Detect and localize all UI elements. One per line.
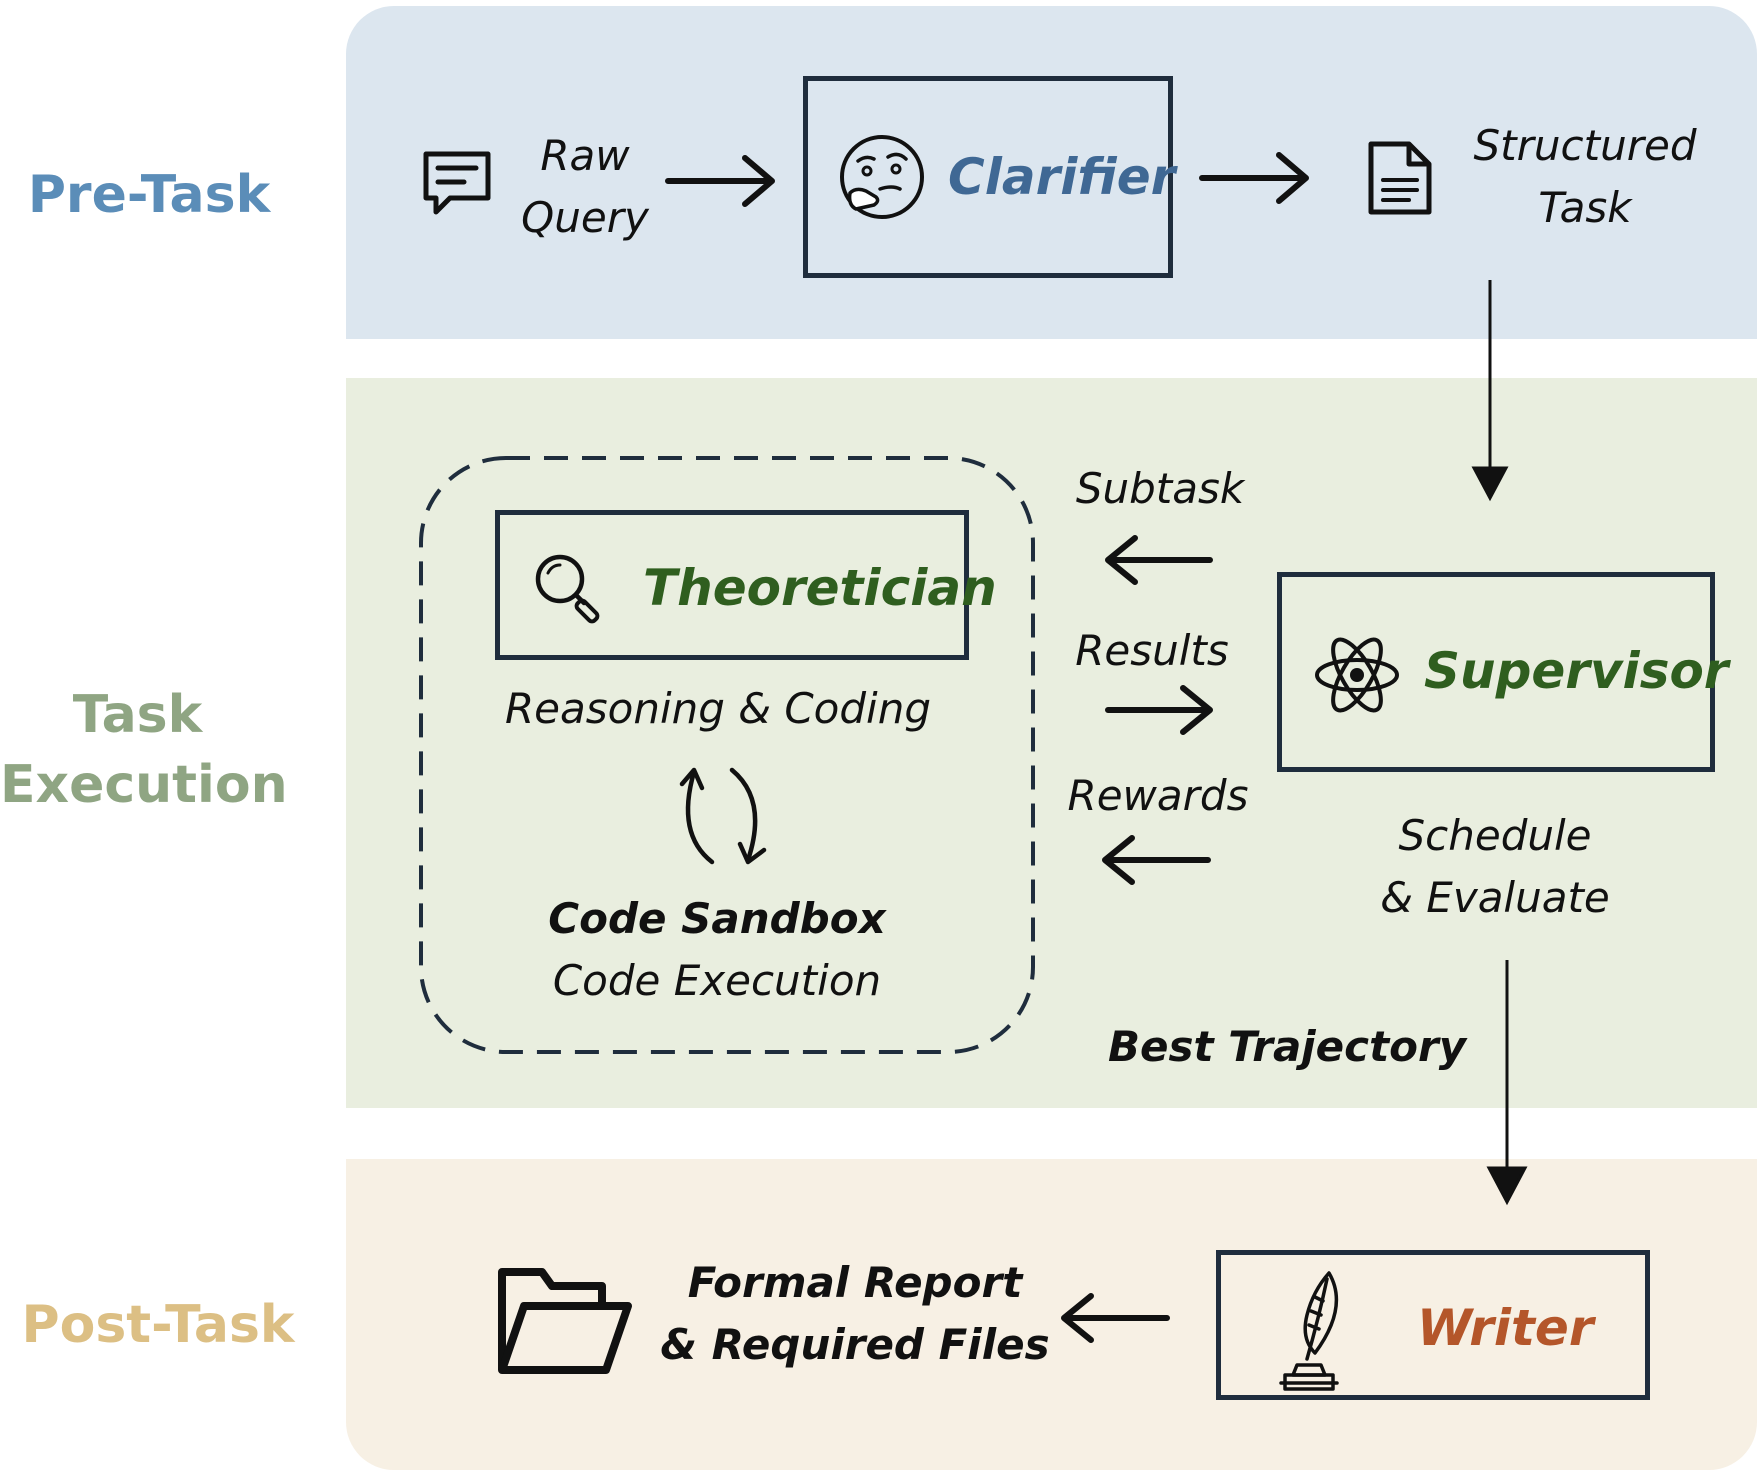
- clarifier-label: Clarifier: [948, 148, 1176, 206]
- quill-inkwell-icon: [1271, 1267, 1351, 1397]
- code-sandbox-label: Code Sandbox: [548, 894, 886, 943]
- atom-icon: [1312, 630, 1402, 720]
- schedule-evaluate-label: Schedule & Evaluate: [1355, 805, 1635, 929]
- formal-report-line2: & Required Files: [660, 1320, 1050, 1369]
- phase-label-pre-task: Pre-Task: [27, 165, 271, 225]
- structured-task-label: Structured Task: [1460, 115, 1710, 239]
- theoretician-node[interactable]: Theoretician: [495, 510, 997, 660]
- writer-node[interactable]: Writer: [1216, 1250, 1650, 1400]
- results-label: Results: [1075, 626, 1229, 675]
- magnifier-icon: [530, 549, 610, 629]
- arrow-clarifier-to-structured-task: [1199, 152, 1309, 204]
- schedule-line2: & Evaluate: [1380, 873, 1610, 922]
- theoretician-label: Theoretician: [643, 559, 997, 617]
- chat-bubble-icon: [420, 148, 494, 220]
- formal-report-label: Formal Report & Required Files: [660, 1252, 1050, 1376]
- phase-label-task-execution-line1: Task: [72, 685, 203, 745]
- arrow-subtask: [1105, 535, 1213, 585]
- formal-report-line1: Formal Report: [687, 1258, 1023, 1307]
- raw-query-label: Raw Query: [500, 125, 670, 249]
- arrow-query-to-clarifier: [665, 155, 775, 207]
- post-task-band: [346, 1159, 1757, 1470]
- structured-task-line2: Task: [1538, 183, 1632, 232]
- arrowhead-supervisor-to-writer: [1486, 1166, 1528, 1206]
- sandbox-dashed-boundary: [419, 456, 1035, 1054]
- subtask-label: Subtask: [1075, 464, 1245, 513]
- pre-task-band: [346, 6, 1757, 339]
- clarifier-node[interactable]: Clarifier: [803, 76, 1176, 278]
- supervisor-node[interactable]: Supervisor: [1277, 572, 1728, 772]
- task-execution-band: [346, 378, 1757, 1108]
- raw-query-line1: Raw: [540, 131, 630, 180]
- arrow-rewards: [1102, 835, 1211, 885]
- phase-label-task-execution: Task Execution: [0, 680, 288, 820]
- open-folder-icon: [494, 1262, 636, 1378]
- reasoning-coding-label: Reasoning & Coding: [505, 684, 931, 733]
- arrow-writer-to-report: [1061, 1293, 1170, 1343]
- phase-label-post-task: Post-Task: [21, 1295, 295, 1355]
- writer-label: Writer: [1417, 1299, 1594, 1357]
- arrow-results: [1105, 685, 1213, 735]
- schedule-line1: Schedule: [1398, 811, 1592, 860]
- thinking-face-icon: [836, 131, 928, 223]
- document-icon: [1365, 138, 1435, 218]
- raw-query-line2: Query: [521, 193, 649, 242]
- rewards-label: Rewards: [1067, 771, 1249, 820]
- cycle-arrows-icon: [660, 762, 784, 872]
- phase-label-task-execution-line2: Execution: [0, 755, 288, 816]
- arrowhead-structured-to-supervisor: [1471, 466, 1509, 502]
- best-trajectory-label: Best Trajectory: [1108, 1022, 1467, 1071]
- code-execution-label: Code Execution: [552, 956, 882, 1005]
- structured-task-line1: Structured: [1473, 121, 1697, 170]
- supervisor-label: Supervisor: [1424, 642, 1729, 700]
